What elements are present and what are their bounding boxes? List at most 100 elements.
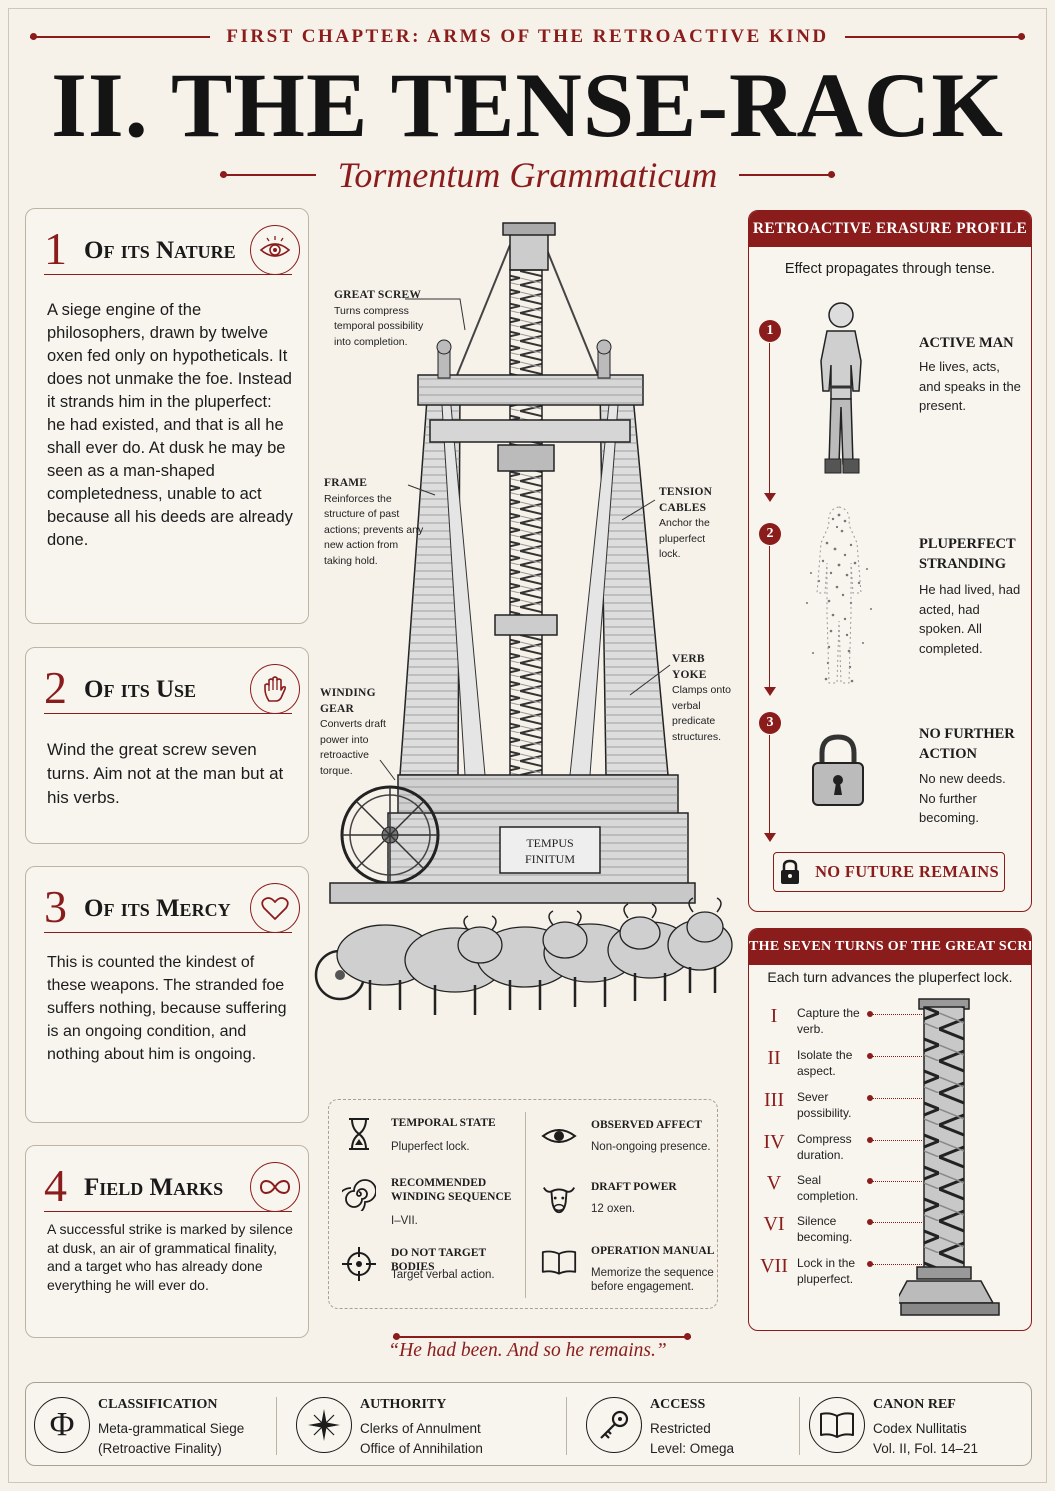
subtitle-rule-left (220, 170, 316, 180)
turn-text: Isolate the aspect. (797, 1048, 853, 1078)
callout-title: TENSION CABLES (659, 486, 713, 514)
section-title: Of its Mercy (84, 895, 231, 922)
info-value: Target verbal action. (391, 1269, 495, 1281)
callout-title: WINDING GEAR (320, 687, 376, 715)
page-subtitle: Tormentum Grammaticum (337, 155, 718, 195)
profile-subtitle: Effect propagates through tense. (784, 261, 996, 277)
step-text: He had lived, had acted, had spoken. All… (919, 582, 1021, 656)
turn-leader (872, 1222, 922, 1223)
crosshair-icon (341, 1246, 377, 1282)
turn-dot (867, 1178, 873, 1184)
footer-line: Office of Annihilation (360, 1441, 483, 1456)
section-number: 4 (44, 1160, 67, 1211)
book-icon (809, 1397, 865, 1453)
turn-numeral: VII (760, 1255, 788, 1277)
section-title: Of its Nature (84, 237, 236, 264)
section-number: 3 (44, 881, 67, 932)
footer-title: AUTHORITY (360, 1397, 447, 1412)
footer-divider (799, 1397, 800, 1455)
callout-text: Clamps onto verbal predicate structures. (672, 684, 731, 743)
callout-winding-gear: WINDING GEAR Converts draft power into re… (320, 686, 400, 779)
section-text: This is counted the kindest of these wea… (47, 954, 287, 1063)
turn-text: Compress duration. (797, 1132, 852, 1162)
eye-icon (250, 225, 300, 275)
turn-numeral: II (767, 1047, 781, 1069)
turn-numeral: IV (763, 1131, 785, 1153)
info-title: DO NOT TARGET BODIES (391, 1247, 487, 1273)
turn-leader (872, 1056, 922, 1057)
footer-line: Restricted (650, 1421, 711, 1436)
turn-row: IV Compress duration. (759, 1131, 922, 1165)
turn-text: Seal completion. (797, 1173, 859, 1203)
callout-title: VERB YOKE (672, 653, 707, 681)
step-title: PLUPERFECT STRANDING (919, 536, 1016, 572)
footer-line: Vol. II, Fol. 14–21 (873, 1441, 979, 1456)
callout-title: FRAME (324, 477, 368, 489)
turn-dot (867, 1095, 873, 1101)
faded-man-figure (806, 506, 872, 684)
book-icon (541, 1244, 577, 1280)
step-number: 2 (759, 523, 781, 545)
info-title: OBSERVED AFFECT (591, 1119, 703, 1131)
section-number: 1 (44, 223, 67, 274)
turn-text: Capture the verb. (797, 1006, 860, 1036)
arrow-down-icon (764, 493, 776, 502)
step-number: 1 (759, 320, 781, 342)
section-title: Of its Use (84, 676, 197, 703)
step-connector (769, 343, 771, 493)
heart-icon (250, 883, 300, 933)
chapter-rule-left (30, 34, 211, 40)
footer-title: CANON REF (873, 1397, 956, 1412)
step-title: NO FURTHER ACTION (919, 726, 1015, 762)
section-mercy: 3 Of its Mercy This is counted the kinde… (25, 866, 309, 1123)
turn-leader (872, 1264, 922, 1265)
hand-icon (250, 664, 300, 714)
info-value: I–VII. (391, 1215, 418, 1227)
turn-numeral: III (764, 1089, 784, 1111)
turn-leader (872, 1098, 922, 1099)
section-header: 1 Of its Nature (44, 223, 300, 275)
section-header: 3 Of its Mercy (44, 881, 300, 933)
section-text: A siege engine of the philosophers, draw… (47, 301, 293, 549)
section-field-marks: 4 Field Marks A successful strike is mar… (25, 1145, 309, 1338)
section-use: 2 Of its Use Wind the great screw seven … (25, 647, 309, 844)
footer-divider (276, 1397, 277, 1455)
key-icon (586, 1397, 642, 1453)
callout-text: Reinforces the structure of past actions… (324, 492, 424, 567)
turn-dot (867, 1261, 873, 1267)
callout-title: GREAT SCREW (334, 289, 422, 301)
info-value: Pluperfect lock. (391, 1141, 470, 1153)
step-connector (769, 546, 771, 688)
turn-row: II Isolate the aspect. (759, 1047, 922, 1081)
step-text: No new deeds. No further becoming. (919, 771, 1006, 825)
section-number: 2 (44, 662, 67, 713)
turn-dot (867, 1137, 873, 1143)
info-value: Memorize the sequence before engagement. (591, 1267, 714, 1293)
callout-great-screw: GREAT SCREW Turns compress temporal possi… (334, 288, 429, 350)
padlock-icon (812, 734, 864, 806)
chapter-rule-right (844, 34, 1026, 40)
section-title: Field Marks (84, 1174, 224, 1201)
callout-text: Turns compress temporal possibility into… (334, 304, 424, 348)
quote-rule (393, 1330, 691, 1344)
turn-leader (872, 1014, 922, 1015)
hourglass-icon (341, 1116, 377, 1152)
siege-engine-drawing: TEMPUS FINITUM (314, 222, 733, 1015)
footer-bar: Φ CLASSIFICATION Meta-grammatical Siege(… (25, 1382, 1032, 1466)
footer-line: Clerks of Annulment (360, 1421, 481, 1436)
section-nature: 1 Of its Nature A siege engine of the ph… (25, 208, 309, 624)
footer-line: Level: Omega (650, 1441, 735, 1456)
star-icon (296, 1397, 352, 1453)
footer-title: CLASSIFICATION (98, 1397, 218, 1412)
callout-text: Converts draft power into retroactive to… (320, 718, 386, 777)
no-future-label: NO FUTURE REMAINS (815, 862, 999, 881)
profile-title: RETROACTIVE ERASURE PROFILE (749, 211, 1031, 247)
step-title: ACTIVE MAN (919, 335, 1014, 351)
